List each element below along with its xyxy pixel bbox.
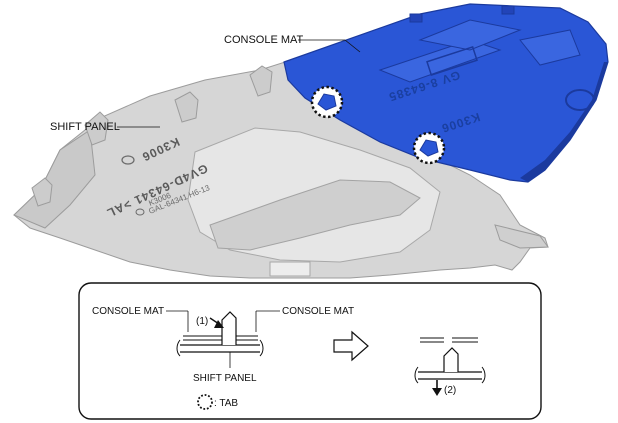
- transition-arrow: [333, 330, 369, 362]
- shift-panel-notch: [269, 261, 311, 277]
- shift-panel-clip: [249, 65, 273, 97]
- detail-box: [78, 282, 542, 420]
- detail-cross-section-after: (2): [414, 337, 486, 396]
- label-console-mat: CONSOLE MAT: [224, 34, 304, 46]
- shift-panel-clip: [31, 177, 53, 207]
- detail-label-shift-panel: SHIFT PANEL: [193, 373, 257, 384]
- shift-panel-clip: [84, 111, 109, 146]
- detail-step-2: (2): [444, 385, 456, 396]
- tab-legend-label: : TAB: [214, 398, 238, 409]
- shift-panel-boot: [209, 179, 421, 251]
- console-mat-clip: [501, 5, 515, 15]
- shift-panel-lower-tab: [494, 224, 549, 249]
- panel-logo-mark: [135, 208, 145, 216]
- console-mat-illustration: GV 8-64385 K3006: [283, 3, 609, 183]
- console-mat-ridge: [519, 29, 581, 66]
- panel-logo-mark: [121, 155, 135, 165]
- tab-marker-left: [310, 85, 344, 119]
- label-shift-panel: SHIFT PANEL: [50, 121, 120, 133]
- console-mat-emblem: [426, 45, 478, 77]
- callout-shift-panel: SHIFT PANEL: [50, 121, 160, 133]
- detail-label-console-mat-right: CONSOLE MAT: [282, 306, 354, 317]
- console-mat-ridge: [418, 19, 522, 51]
- console-mat-clip: [409, 13, 423, 23]
- shift-panel-illustration: K3006 GV4D-64341 >AL K3006 GAL-64341 H6-…: [13, 61, 549, 279]
- callout-console-mat: CONSOLE MAT: [224, 34, 361, 53]
- detail-cross-section-before: CONSOLE MAT CONSOLE MAT (1) SHIFT PANEL: [92, 306, 354, 384]
- detail-step-1: (1): [196, 316, 208, 327]
- tab-marker-right: [412, 131, 446, 165]
- shift-panel-clip: [174, 91, 199, 123]
- console-mat-logo: [565, 89, 595, 111]
- tab-legend-icon: [197, 394, 213, 410]
- tab-legend: : TAB: [197, 394, 238, 410]
- detail-label-console-mat-left: CONSOLE MAT: [92, 306, 164, 317]
